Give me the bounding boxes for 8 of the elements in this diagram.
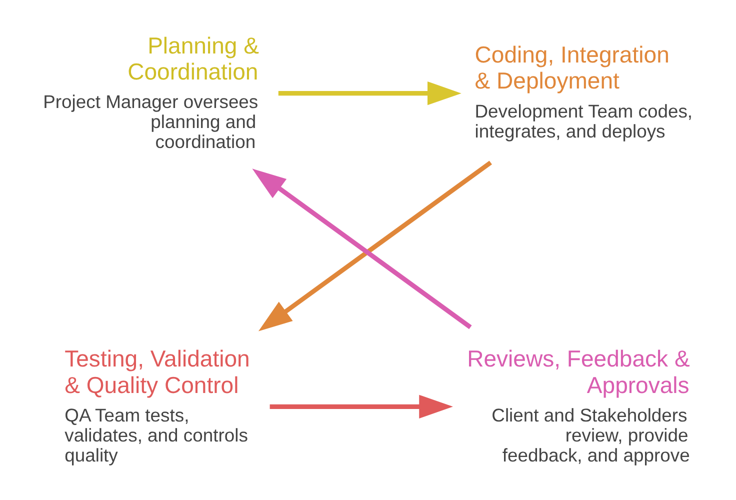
node-text: Testing, Validation & Quality Control QA Team tests, validates, and controls quality — [64, 346, 250, 466]
node-text: Planning & Coordination Project Manager oversees planning and coordination — [43, 32, 259, 152]
node-text: Reviews, Feedback & Approvals Client and Stakeholders review, provide feedback, and approve — [467, 346, 690, 466]
node-text: Coding, Integration & Deployment Development Team codes, integrates, and deploys — [474, 42, 693, 142]
arrow — [278, 81, 462, 106]
arrow — [252, 168, 472, 330]
arrow — [270, 394, 453, 419]
arrow — [258, 160, 492, 332]
